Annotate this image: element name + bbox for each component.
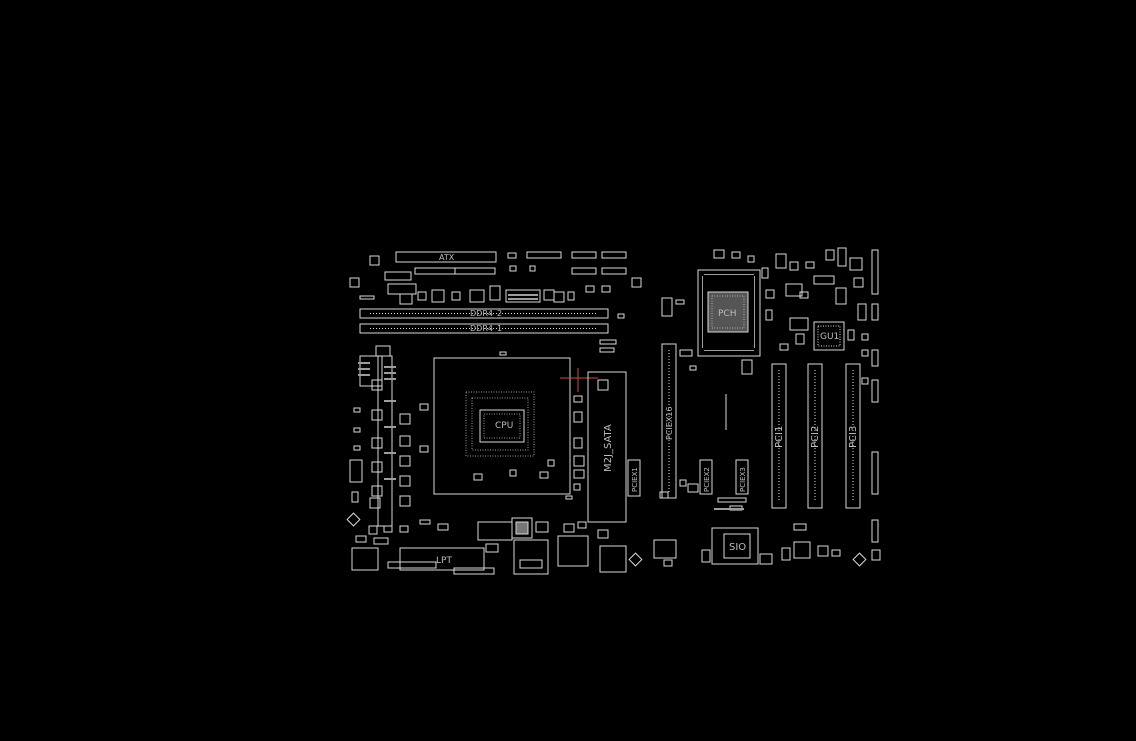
pci3-label: PCI3	[848, 426, 859, 448]
pch-label: PCH	[718, 309, 736, 319]
sio-chip	[723, 533, 751, 559]
lpt-label: LPT	[436, 556, 452, 566]
m2-sata-slot	[587, 371, 627, 523]
atx-connector	[395, 251, 497, 263]
diamond-marker	[852, 552, 867, 567]
pci3-slot	[845, 363, 861, 509]
pcie-x16-label: PCIEX16	[665, 407, 674, 440]
pch-chip	[707, 291, 749, 333]
diamond-marker	[628, 552, 643, 567]
gu1-chip	[813, 321, 845, 351]
ddr4-2-label: DDR4_2	[470, 309, 502, 318]
pcie-x16-slot	[661, 343, 677, 499]
diamond-marker	[346, 512, 361, 527]
pciex2-label: PCIEX2	[703, 467, 711, 492]
pciex1-label: PCIEX1	[631, 467, 639, 492]
cpu-socket	[433, 357, 571, 495]
atx-label: ATX	[439, 253, 455, 262]
pciex3-label: PCIEX3	[739, 467, 747, 492]
sio-label: SIO	[729, 542, 746, 553]
pch-chip-area	[697, 269, 761, 357]
ddr4-1-label: DDR4_1	[470, 324, 502, 333]
ddr4-slot-2	[359, 308, 609, 319]
mount-hole	[369, 255, 380, 266]
pci1-label: PCI1	[774, 426, 785, 448]
pci1-slot	[771, 363, 787, 509]
mount-hole	[853, 277, 864, 288]
ddr4-slot-1	[359, 323, 609, 334]
pci2-label: PCI2	[810, 426, 821, 448]
lpt-connector	[399, 547, 485, 571]
m2-sata-label: M2J_SATA	[603, 424, 614, 472]
cpu-label: CPU	[495, 421, 513, 431]
pciex2-slot	[699, 459, 713, 495]
pciex1-slot	[627, 459, 641, 497]
sio-chip-area	[711, 527, 759, 565]
gu1-label: GU1	[820, 332, 839, 342]
pciex3-slot	[735, 459, 749, 495]
pci2-slot	[807, 363, 823, 509]
